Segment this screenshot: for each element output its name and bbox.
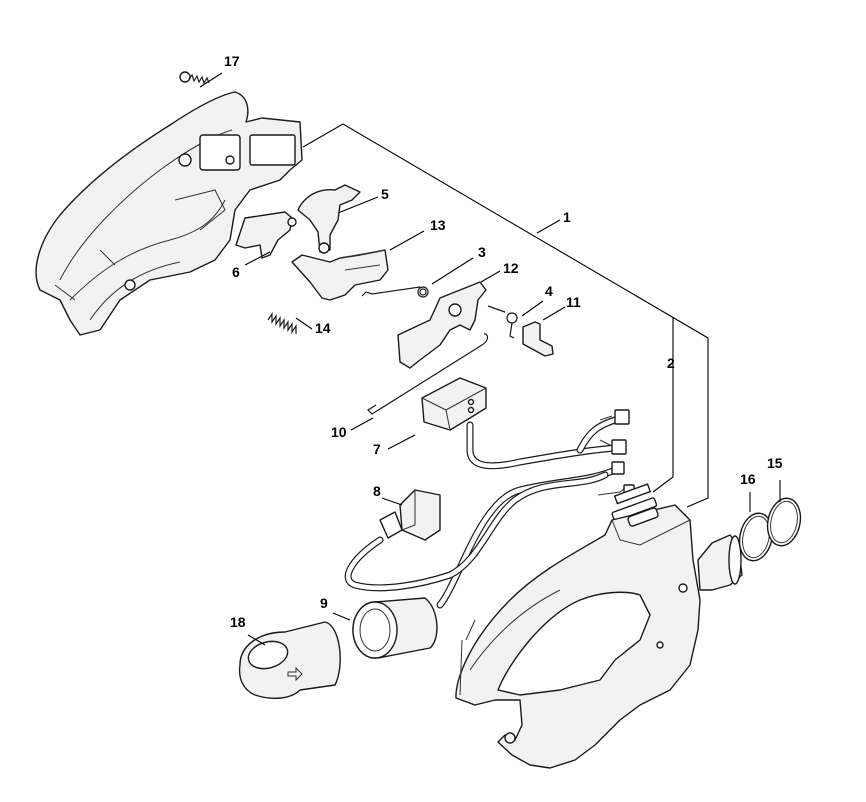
switch-part-8 <box>379 489 441 541</box>
rod-part-10 <box>367 333 489 415</box>
module-part-7 <box>421 377 487 431</box>
callout-9: 9 <box>320 595 328 611</box>
lever-part-12 <box>397 281 487 369</box>
handle-housing-right <box>455 504 701 769</box>
callout-12: 12 <box>503 260 519 276</box>
callout-18: 18 <box>230 614 246 630</box>
callout-14: 14 <box>315 320 331 336</box>
receptacle-part-9 <box>352 597 438 659</box>
leader-5 <box>337 196 379 214</box>
leader-12 <box>480 270 501 283</box>
leader-7 <box>387 434 416 450</box>
leader-17 <box>199 72 223 88</box>
screw <box>179 71 210 85</box>
leader-4 <box>521 300 544 317</box>
leader-2 <box>652 318 674 493</box>
callout-2: 2 <box>667 355 675 371</box>
spring-part-14 <box>267 312 297 334</box>
handle-housing-left <box>35 91 303 336</box>
leader-3 <box>431 257 474 285</box>
wiring-harness <box>344 409 658 609</box>
slider-part-13 <box>291 249 389 301</box>
callout-5: 5 <box>381 186 389 202</box>
trigger-part-5 <box>297 184 361 254</box>
callout-4: 4 <box>545 283 553 299</box>
callout-7: 7 <box>373 441 381 457</box>
callout-15: 15 <box>767 455 783 471</box>
leader-11 <box>542 306 566 321</box>
spring-part-4 <box>487 305 518 339</box>
cap-part-18 <box>238 621 341 699</box>
leader-6 <box>244 251 271 266</box>
callout-labels: 1 2 3 4 5 6 7 8 9 10 11 12 13 14 15 16 1… <box>224 53 783 630</box>
callout-3: 3 <box>478 244 486 260</box>
collar <box>697 534 743 591</box>
leader-9 <box>332 612 351 621</box>
latch-part-11 <box>522 321 554 357</box>
lever-part-6 <box>235 211 297 259</box>
leader-1-label <box>536 219 561 234</box>
callout-8: 8 <box>373 483 381 499</box>
callout-11: 11 <box>566 294 581 310</box>
o-ring-part-15 <box>766 497 802 547</box>
callout-10: 10 <box>331 424 347 440</box>
leader-lines <box>199 72 781 646</box>
callout-16: 16 <box>740 471 756 487</box>
leader-10 <box>350 417 374 431</box>
callout-1: 1 <box>563 209 571 225</box>
leader-14 <box>295 317 313 330</box>
spring-part-3 <box>361 286 429 298</box>
callout-13: 13 <box>430 217 446 233</box>
callout-6: 6 <box>232 264 240 280</box>
leader-18 <box>247 634 266 646</box>
leader-8 <box>381 497 403 506</box>
leader-1 <box>302 123 709 508</box>
leader-13 <box>389 230 425 251</box>
callout-17: 17 <box>224 53 240 69</box>
